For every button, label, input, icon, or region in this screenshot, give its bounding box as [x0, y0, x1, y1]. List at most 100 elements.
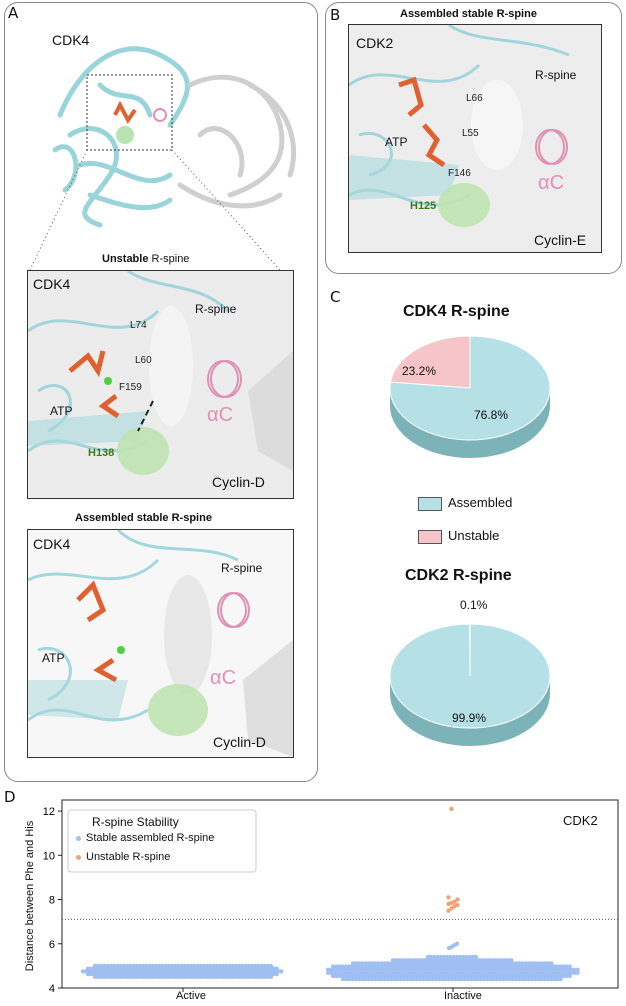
data-point	[388, 964, 393, 969]
data-point	[433, 973, 438, 979]
data-point	[521, 967, 526, 972]
data-point	[526, 964, 531, 969]
data-point	[380, 967, 385, 972]
data-point	[551, 964, 556, 969]
data-point	[369, 977, 374, 982]
data-point	[530, 967, 535, 972]
data-point	[414, 964, 419, 969]
data-point	[402, 970, 407, 975]
data-point	[348, 970, 353, 975]
cdk2-pie-chart	[389, 623, 551, 746]
data-point	[426, 964, 432, 969]
data-point	[392, 961, 397, 966]
data-point	[469, 970, 475, 975]
data-point	[545, 973, 550, 979]
data-point	[455, 964, 460, 969]
data-point	[567, 973, 572, 979]
data-point	[211, 963, 216, 968]
data-point	[441, 967, 446, 972]
data-point	[390, 958, 396, 963]
data-point	[455, 973, 460, 979]
data-point	[406, 958, 412, 963]
data-point	[520, 977, 525, 982]
data-point	[450, 970, 455, 975]
data-point	[415, 967, 420, 972]
data-point	[386, 967, 391, 972]
data-point	[482, 967, 487, 972]
data-point	[438, 958, 444, 963]
data-point	[439, 964, 444, 969]
data-point	[408, 977, 413, 982]
data-point	[433, 964, 438, 969]
data-point	[121, 963, 126, 968]
data-point	[454, 954, 459, 960]
data-point	[198, 963, 203, 968]
data-point	[166, 963, 171, 968]
data-point	[553, 967, 558, 972]
data-point	[393, 967, 398, 972]
data-point	[375, 964, 380, 969]
data-point	[487, 973, 492, 979]
data-point	[457, 970, 462, 975]
data-point	[460, 967, 465, 972]
data-point	[510, 973, 515, 979]
data-point	[419, 958, 424, 963]
data-point	[434, 967, 439, 972]
data-point	[472, 961, 477, 966]
data-point	[353, 973, 358, 979]
data-point	[505, 970, 510, 975]
data-point	[505, 967, 510, 972]
data-point	[465, 964, 470, 969]
data-point	[491, 977, 496, 982]
data-point	[481, 973, 486, 979]
data-point	[418, 970, 423, 975]
data-point	[330, 964, 336, 969]
data-point	[516, 977, 522, 982]
data-point	[572, 970, 577, 975]
data-point	[259, 963, 264, 968]
data-point	[399, 967, 404, 972]
data-point	[535, 973, 540, 979]
data-point	[230, 963, 235, 968]
data-point	[527, 970, 532, 975]
data-point	[516, 964, 521, 969]
data-point	[536, 977, 541, 982]
data-point	[420, 964, 425, 969]
data-point	[201, 963, 206, 968]
data-point	[530, 961, 535, 966]
data-point	[516, 973, 521, 979]
data-point	[395, 977, 400, 982]
data-point	[409, 967, 414, 972]
data-point	[414, 977, 419, 982]
data-point	[503, 964, 508, 969]
data-point	[236, 963, 242, 968]
data-point	[412, 970, 417, 975]
data-point	[501, 967, 507, 972]
data-point	[370, 967, 375, 972]
data-point	[377, 970, 382, 975]
data-point	[513, 973, 518, 979]
data-point	[341, 970, 347, 975]
data-point	[556, 970, 561, 975]
data-point	[414, 973, 419, 979]
data-point	[452, 977, 458, 982]
unstable-his-label: H138	[88, 447, 115, 459]
data-point	[423, 964, 428, 969]
data-point	[458, 973, 464, 979]
data-point	[435, 958, 440, 963]
unstable-protein-label: CDK4	[33, 276, 71, 292]
data-point	[523, 961, 528, 966]
data-point	[446, 895, 451, 900]
data-point	[466, 967, 471, 972]
data-point	[425, 954, 431, 960]
data-point	[343, 964, 348, 969]
data-point	[521, 970, 526, 975]
data-point	[400, 958, 405, 963]
data-point	[462, 977, 467, 982]
y-tick-label: 8	[49, 895, 55, 907]
data-point	[364, 970, 369, 975]
data-point	[484, 964, 489, 969]
data-point	[508, 970, 513, 975]
data-point	[338, 970, 343, 975]
